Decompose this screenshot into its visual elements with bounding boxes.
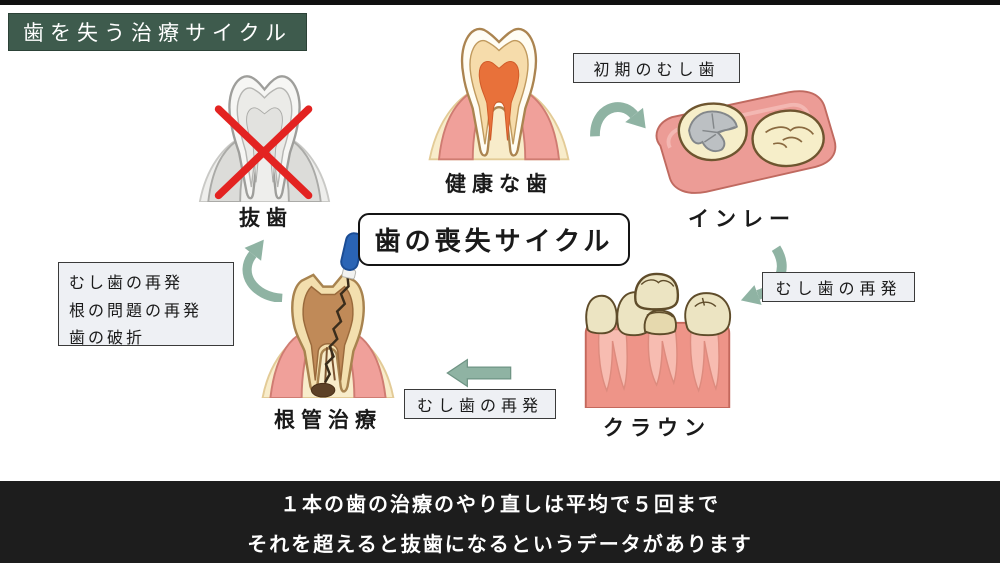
- inlay-teeth-icon: [655, 90, 837, 194]
- note-failure-reasons: むし歯の再発 根の問題の再発 歯の破折: [58, 262, 234, 347]
- footer-banner: １本の歯の治療のやり直しは平均で５回まで それを超えると抜歯になるというデータが…: [0, 481, 1000, 563]
- extracted-tooth-cross-icon: [198, 75, 331, 202]
- stage-label-inlay: インレー: [688, 207, 796, 231]
- extraction-illustration: [192, 66, 337, 202]
- note-initial-cavity: 初期のむし歯: [573, 53, 740, 83]
- curved-arrow-down-right-icon: [590, 102, 646, 137]
- stage-label-root-canal: 根管治療: [274, 408, 382, 432]
- stage-label-extraction: 抜歯: [239, 206, 293, 230]
- footer-line-2: それを超えると抜歯になるというデータがあります: [247, 531, 753, 556]
- footer-line-1: １本の歯の治療のやり直しは平均で５回まで: [280, 491, 720, 516]
- note-recurrence-right: むし歯の再発: [762, 272, 915, 302]
- stage-label-healthy: 健康な歯: [445, 172, 553, 196]
- curved-arrow-up-left-icon: [242, 239, 283, 302]
- note-recurrence-bottom-text: むし歯の再発: [416, 396, 543, 415]
- cycle-title-box: 歯の喪失サイクル: [358, 213, 630, 266]
- healthy-tooth-icon: [428, 27, 570, 161]
- note-failure-line-2: 根の問題の再発: [69, 300, 203, 320]
- root-canal-illustration: [258, 230, 398, 398]
- note-failure-line-1: むし歯の再発: [69, 273, 184, 292]
- page-title: 歯を失う治療サイクル: [8, 13, 307, 51]
- note-recurrence-right-text: むし歯の再発: [775, 279, 902, 298]
- arrow-left-icon: [446, 358, 512, 388]
- cycle-title-text: 歯の喪失サイクル: [374, 227, 614, 257]
- note-initial-cavity-text: 初期のむし歯: [593, 60, 720, 79]
- top-border-strip: [0, 0, 1000, 5]
- note-failure-line-3: 歯の破折: [69, 328, 146, 348]
- crown-illustration: [580, 272, 735, 408]
- inlay-illustration: [647, 86, 843, 200]
- curved-arrow-root-canal-to-extraction-icon: [236, 236, 288, 302]
- page-title-text: 歯を失う治療サイクル: [23, 21, 292, 45]
- root-canal-file-icon: [261, 232, 395, 398]
- crown-placement-icon: [584, 272, 732, 408]
- straight-arrow-crown-to-root-canal-icon: [444, 358, 514, 388]
- note-recurrence-bottom: むし歯の再発: [404, 389, 556, 419]
- curved-arrow-healthy-to-inlay-icon: [587, 96, 651, 150]
- healthy-tooth-illustration: [424, 12, 574, 164]
- stage-label-crown: クラウン: [603, 416, 711, 440]
